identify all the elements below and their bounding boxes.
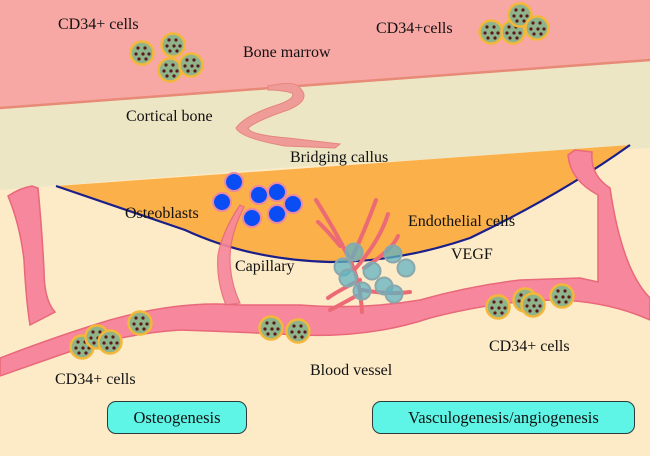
cd34-cell xyxy=(485,294,511,320)
label-bone-marrow: Bone marrow xyxy=(243,44,331,61)
endothelial-cell-cluster xyxy=(333,242,416,304)
label-cd34-bottom-right: CD34+ cells xyxy=(489,338,570,355)
label-cortical-bone: Cortical bone xyxy=(126,108,213,125)
cd34-cell xyxy=(549,283,575,309)
callus-boundary-line xyxy=(55,144,631,264)
osteoblast-cell xyxy=(242,208,262,228)
osteoblast-cell xyxy=(267,204,287,224)
endothelial-cell xyxy=(344,242,364,262)
blood-vessel xyxy=(0,149,650,377)
endothelial-cell xyxy=(362,261,382,281)
label-cd34-top-left: CD34+ cells xyxy=(58,16,139,33)
endothelial-cell xyxy=(384,284,404,304)
cd34-cell xyxy=(160,32,186,58)
label-capillary: Capillary xyxy=(235,258,295,275)
fracture-crack xyxy=(235,82,342,149)
cd34-cell-clusters xyxy=(69,2,575,360)
cd34-cell xyxy=(478,19,504,45)
osteogenesis-box: Osteogenesis xyxy=(107,401,247,434)
cd34-cell xyxy=(127,310,153,336)
bridging-callus-region xyxy=(56,145,630,262)
cd34-cell xyxy=(97,329,123,355)
cd34-cell xyxy=(129,40,155,66)
endothelial-cell xyxy=(396,258,416,278)
osteoblast-cluster xyxy=(212,172,303,228)
osteoblast-cell xyxy=(212,192,232,212)
cd34-cell xyxy=(285,318,311,344)
label-cd34-top-right: CD34+cells xyxy=(376,20,453,37)
label-cd34-bottom-left: CD34+ cells xyxy=(55,371,136,388)
cd34-cell xyxy=(157,57,183,83)
cd34-cell xyxy=(178,52,204,78)
osteoblast-cell xyxy=(283,194,303,214)
label-bridging-callus: Bridging callus xyxy=(290,149,389,166)
bone-marrow-edge xyxy=(0,58,650,110)
cd34-cell xyxy=(258,315,284,341)
endothelial-cell xyxy=(352,281,372,301)
cd34-cell xyxy=(507,2,533,28)
label-endothelial-cells: Endothelial cells xyxy=(408,213,516,230)
label-vegf: VEGF xyxy=(451,246,493,263)
osteoblast-cell xyxy=(267,182,287,202)
endothelial-cell xyxy=(338,268,358,288)
capillary-branch xyxy=(217,204,245,306)
label-blood-vessel: Blood vessel xyxy=(310,362,393,379)
cd34-cell xyxy=(524,15,550,41)
endothelial-cell xyxy=(383,244,403,264)
osteoblast-cell xyxy=(249,185,269,205)
osteoblast-cell xyxy=(224,172,244,192)
cortical-bone-region xyxy=(0,60,650,190)
label-osteoblasts: Osteoblasts xyxy=(125,205,199,222)
vasculogenesis-box: Vasculogenesis/angiogenesis xyxy=(372,401,635,434)
cd34-cell xyxy=(520,292,546,318)
